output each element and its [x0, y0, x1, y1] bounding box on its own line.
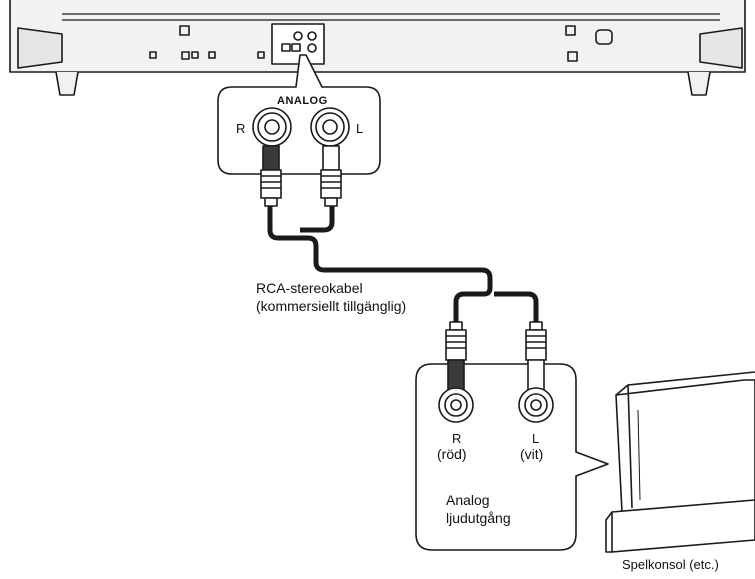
device-callout [217, 54, 381, 175]
rca-plug-white-console [525, 321, 547, 391]
console-jack-right [438, 387, 474, 423]
cable-availability: (kommersiellt tillgänglig) [256, 298, 407, 314]
device-right-label: R [236, 121, 246, 136]
rca-plug-white-device [320, 145, 342, 207]
device-port-label: ANALOG [277, 95, 328, 107]
cable-wire [267, 205, 493, 324]
rca-plug-red-console [445, 321, 467, 391]
cable-name: RCA-stereokabel [256, 280, 363, 296]
device-left-label: L [356, 121, 364, 136]
console-left-color: (vit) [520, 446, 544, 462]
analog-output-label-1: Analog [446, 492, 490, 508]
console-right-label: R [452, 431, 462, 446]
console-jack-left [518, 387, 554, 423]
soundbar [9, 0, 746, 96]
rca-plug-red-device [260, 145, 282, 207]
game-console-icon [605, 371, 755, 553]
console-caption: Spelkonsol (etc.) [622, 557, 719, 572]
analog-output-label-2: ljudutgång [446, 510, 511, 526]
console-right-color: (röd) [437, 446, 467, 462]
console-left-label: L [532, 431, 540, 446]
